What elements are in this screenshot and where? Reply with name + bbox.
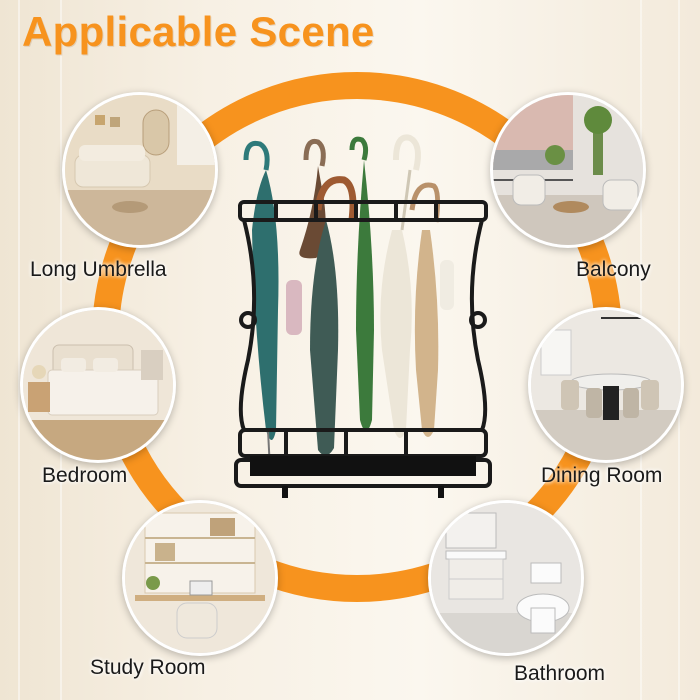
scene-label: Bathroom xyxy=(514,662,606,685)
scene-label: Balcony xyxy=(576,258,651,281)
umbrella-cream xyxy=(380,134,421,438)
scene-image-dining-room xyxy=(528,307,684,463)
rack-frame xyxy=(234,200,492,488)
umbrella-stand-product xyxy=(226,130,496,540)
rack-foot xyxy=(438,486,444,498)
scene-label: Bedroom xyxy=(42,464,128,487)
drip-tray xyxy=(250,456,476,476)
scene-image-living-room xyxy=(62,92,218,248)
page-title: Applicable Scene xyxy=(22,8,375,55)
scene-label: Long Umbrella xyxy=(30,258,167,281)
rack-foot xyxy=(282,486,288,498)
umbrella-green xyxy=(349,136,374,431)
scene-image-bathroom xyxy=(428,500,584,656)
umbrella-tan xyxy=(409,182,454,437)
scene-image-bedroom xyxy=(20,307,176,463)
scene-label: Dining Room xyxy=(541,464,663,487)
umbrella-teal xyxy=(243,140,279,471)
scene-image-study-room xyxy=(122,500,278,656)
scene-image-balcony xyxy=(490,92,646,248)
umbrella-gray xyxy=(286,138,326,335)
curtain-fold xyxy=(18,0,20,700)
scene-label: Study Room xyxy=(90,656,206,679)
